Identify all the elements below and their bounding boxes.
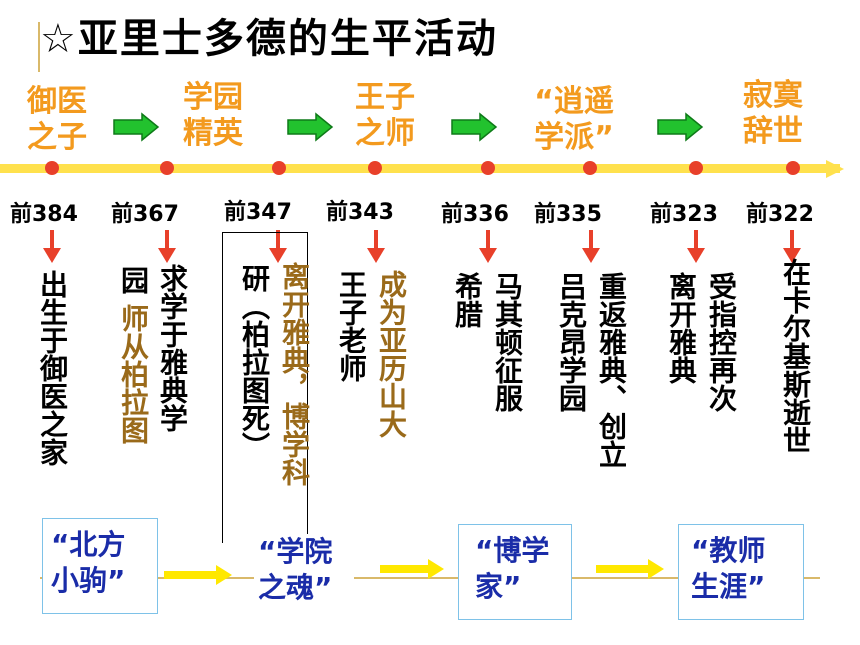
event-text: 重返雅典、创立 [595, 272, 628, 468]
stage-label: “逍遥 学派” [526, 84, 622, 156]
stage-label: 御医 之子 [22, 84, 92, 156]
stage-label: 王子 之师 [350, 80, 420, 152]
nickname-line: “学院 [258, 535, 333, 568]
yellow-arrow-icon [380, 559, 444, 579]
timeline-dot [368, 161, 382, 175]
nickname-box: “教师 生涯” [678, 524, 804, 620]
stage-line: 御医 [27, 84, 87, 119]
year-label: 前322 [746, 202, 814, 227]
event-text: 研（柏拉图死） [238, 264, 271, 460]
event-text: 园 [117, 266, 150, 294]
year-label: 前367 [111, 202, 179, 227]
nickname-line: “教师 [691, 534, 766, 567]
title-rule [38, 22, 40, 72]
event-text: 受指控再次 [705, 272, 738, 412]
highlight-frame [222, 232, 308, 543]
year-label: 前347 [224, 200, 292, 225]
down-arrow-icon [158, 230, 176, 263]
down-arrow-icon [269, 230, 287, 263]
stage-line: 之师 [355, 116, 415, 151]
year-label: 前323 [650, 202, 718, 227]
nickname-box: “学院 之魂” [254, 534, 354, 610]
timeline-axis [0, 164, 840, 173]
down-arrow-icon [43, 230, 61, 263]
stage-line: 之子 [27, 120, 87, 155]
event-text-highlight: 师从柏拉图 [117, 304, 150, 444]
stage-line: 辞世 [743, 114, 803, 149]
nickname-box: “北方 小驹” [42, 518, 158, 614]
timeline-dot [481, 161, 495, 175]
stage-line: 精英 [183, 116, 243, 151]
nickname-line: 家” [475, 570, 522, 603]
timeline-dot [583, 161, 597, 175]
nickname-line: “博学 [475, 534, 550, 567]
timeline-arrowhead-icon [826, 160, 844, 178]
timeline-dot [786, 161, 800, 175]
event-text: 吕克昂学园 [555, 272, 588, 412]
stage-line: 学园 [183, 80, 243, 115]
timeline-dot [272, 161, 286, 175]
stage-label: 学园 精英 [178, 80, 248, 152]
event-text-highlight: 成为亚历山大 [375, 270, 408, 438]
stage-line: “逍遥 [534, 84, 614, 119]
green-arrow-icon [657, 112, 704, 142]
nickname-box: “博学 家” [458, 524, 572, 620]
event-text: 离开雅典 [665, 272, 698, 384]
event-text: 在卡尔基斯逝世 [779, 258, 812, 454]
timeline-dot [160, 161, 174, 175]
year-label: 前335 [534, 202, 602, 227]
event-text: 出生于御医之家 [36, 270, 69, 466]
green-arrow-icon [287, 112, 334, 142]
event-text: 希腊 [451, 272, 484, 328]
down-arrow-icon [479, 230, 497, 263]
yellow-arrow-icon [596, 559, 664, 579]
nickname-line: 小驹” [51, 564, 126, 597]
event-text: 求学于雅典学 [156, 264, 189, 432]
nickname-line: 之魂” [258, 571, 333, 604]
green-arrow-icon [113, 112, 160, 142]
nickname-line: 生涯” [691, 570, 766, 603]
page-title: ☆亚里士多德的生平活动 [40, 16, 498, 62]
down-arrow-icon [687, 230, 705, 263]
yellow-arrow-icon [164, 565, 232, 585]
down-arrow-icon [367, 230, 385, 263]
nickname-line: “北方 [51, 528, 126, 561]
timeline-dot [689, 161, 703, 175]
stage-line: 王子 [355, 80, 415, 115]
year-label: 前336 [441, 202, 509, 227]
down-arrow-icon [582, 230, 600, 263]
year-label: 前343 [326, 200, 394, 225]
stage-label: 寂寞 辞世 [738, 78, 808, 150]
event-text-highlight: 离开雅典，博学科 [278, 262, 311, 486]
event-text: 王子老师 [335, 270, 368, 382]
year-label: 前384 [10, 202, 78, 227]
event-text: 马其顿征服 [491, 272, 524, 412]
down-arrow-icon [783, 230, 801, 263]
stage-line: 寂寞 [743, 78, 803, 113]
bottom-rule [40, 577, 820, 579]
timeline-dot [45, 161, 59, 175]
stage-line: 学派” [534, 120, 614, 155]
green-arrow-icon [451, 112, 498, 142]
